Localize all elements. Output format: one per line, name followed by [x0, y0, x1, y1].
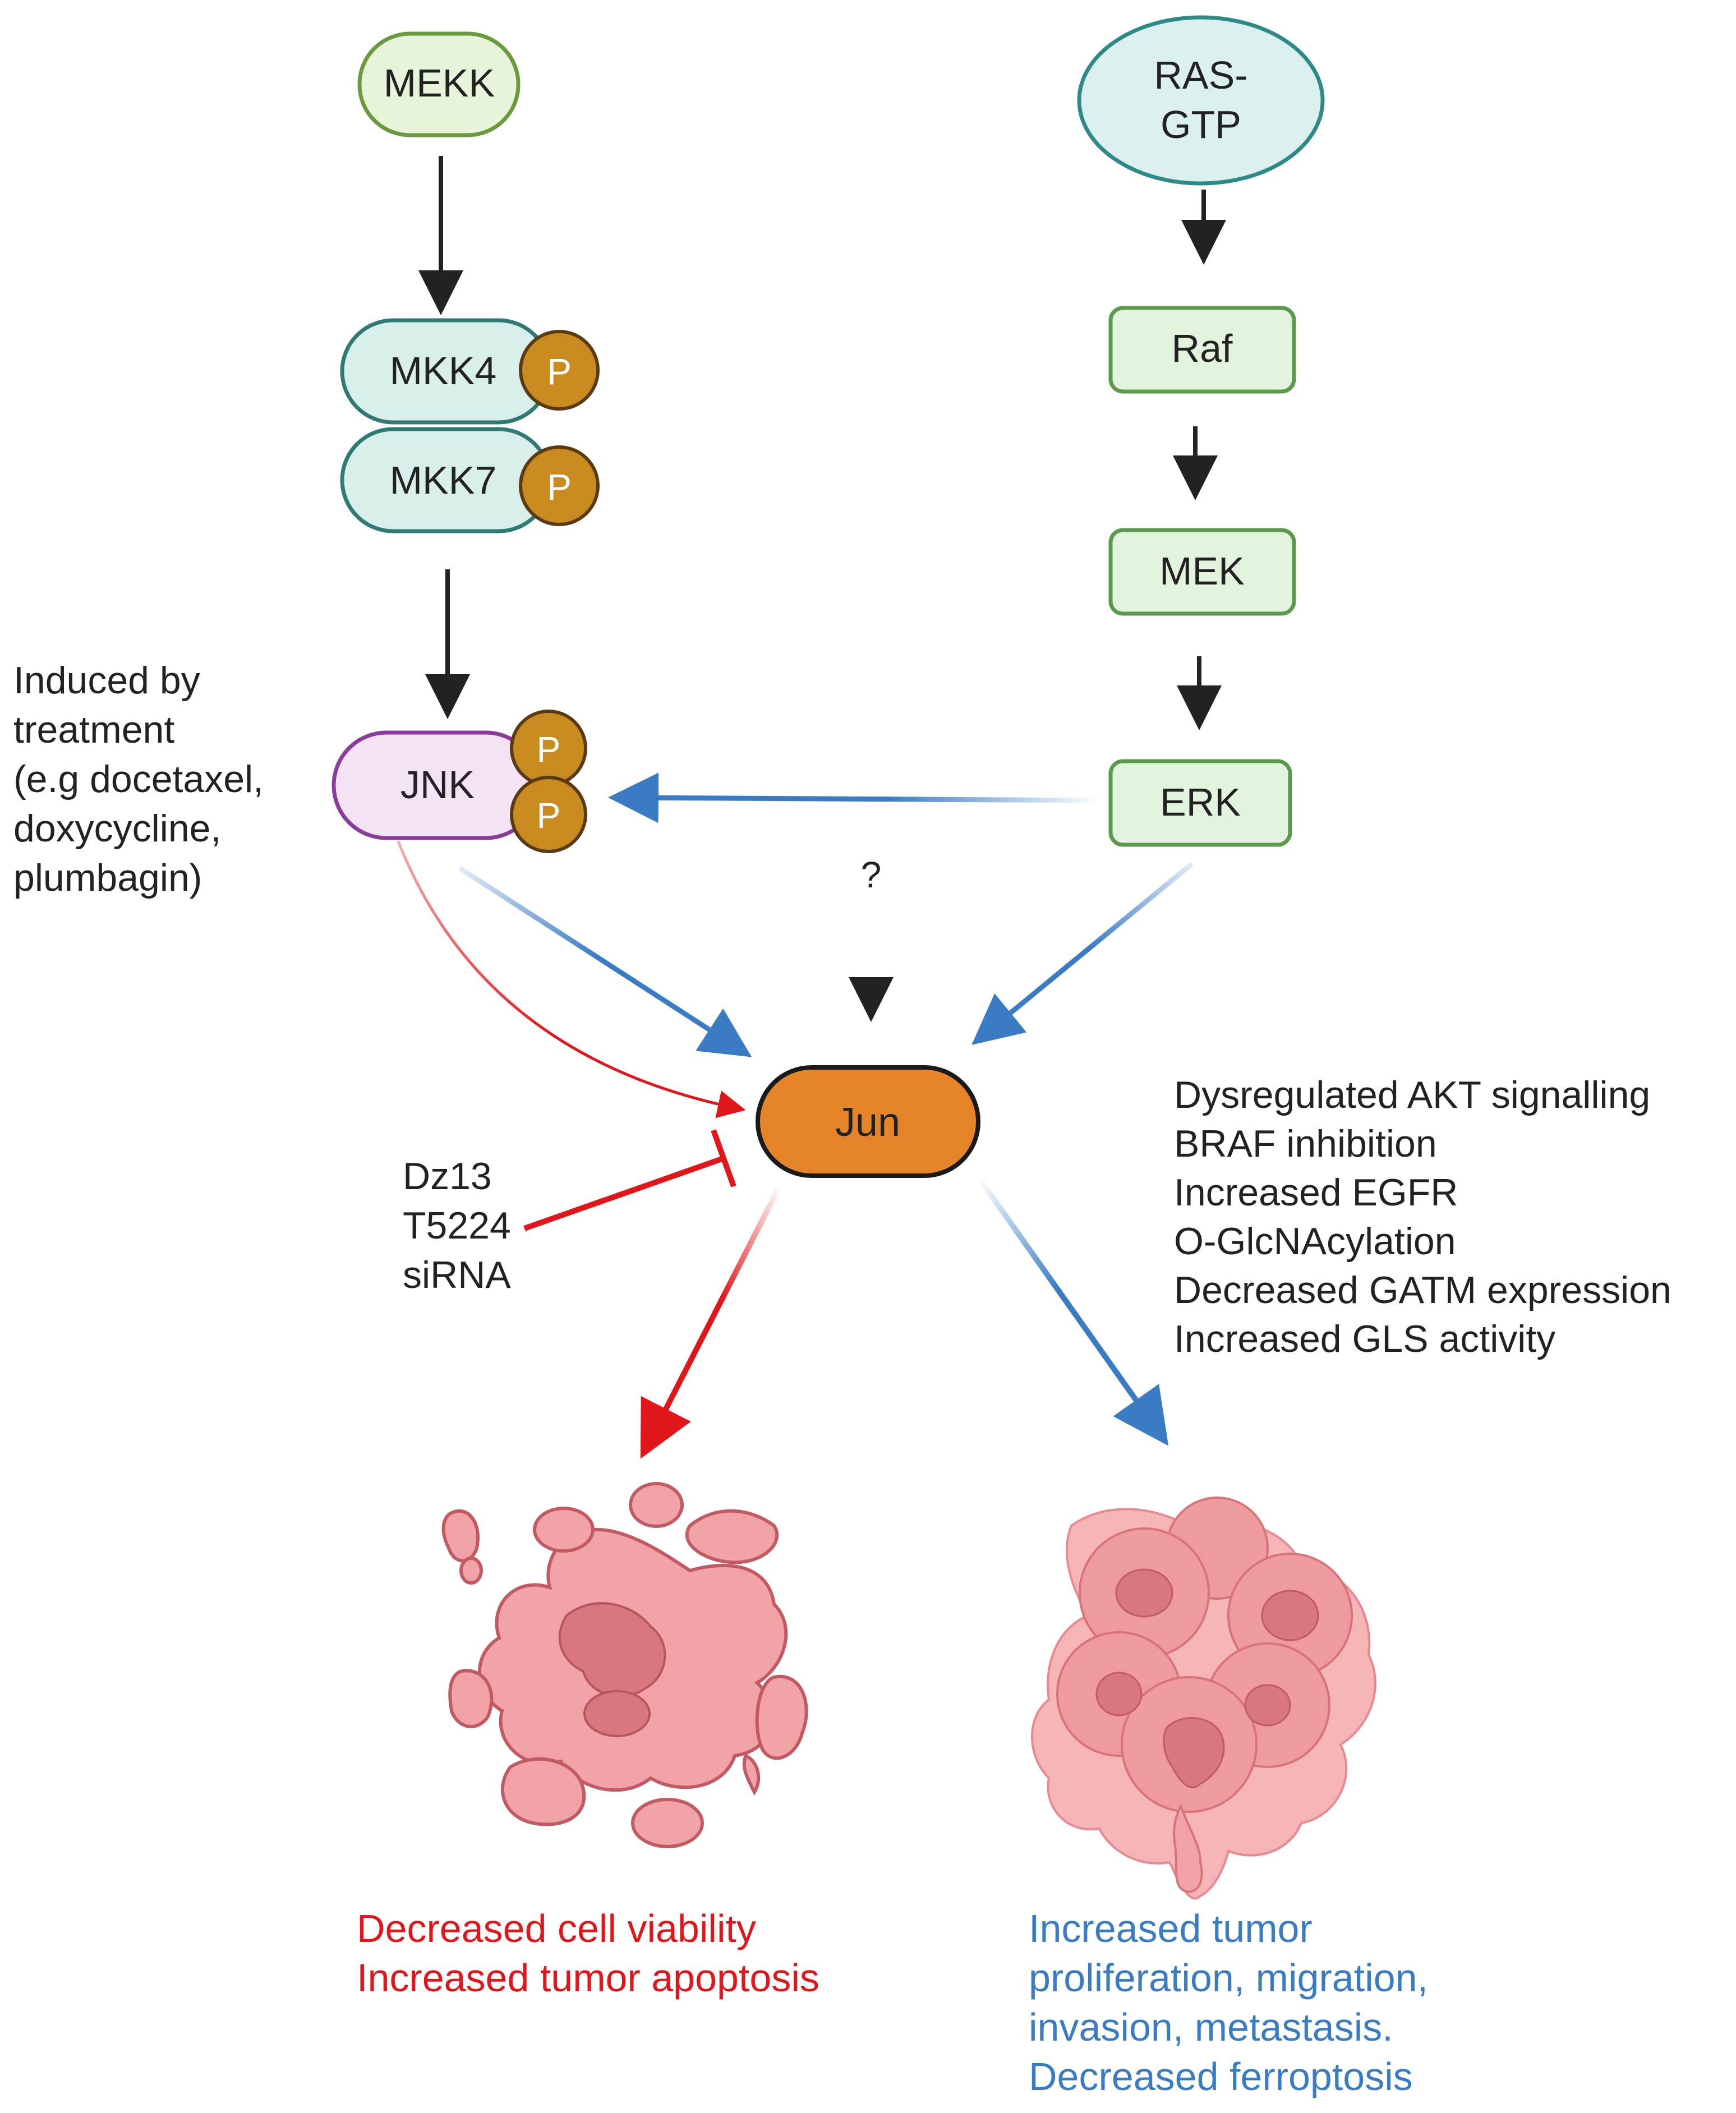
inhibitors-list: Dz13 T5224 siRNA — [403, 1155, 511, 1296]
node-mek-label: MEK — [1159, 549, 1245, 593]
unknown-input-label: ? — [861, 854, 882, 895]
activator-gls: Increased GLS activity — [1174, 1318, 1555, 1360]
arrow-erk-to-jun — [971, 862, 1194, 1045]
arrow-jun-to-proliferation — [976, 1176, 1169, 1446]
outcome-proliferation-line-2: proliferation, migration, — [1029, 1956, 1428, 2000]
induced-line-3: (e.g docetaxel, — [13, 758, 264, 800]
node-jnk: JNK P P — [331, 710, 587, 853]
node-ras-gtp-line2: GTP — [1161, 103, 1241, 146]
arrow-jnk-to-jun-red — [397, 841, 746, 1118]
inhibitor-dz13: Dz13 — [403, 1155, 492, 1198]
outcome-apoptosis-line-1: Decreased cell viability — [357, 1907, 756, 1950]
induced-line-4: doxycycline, — [13, 807, 221, 850]
induced-line-2: treatment — [13, 708, 174, 751]
outcome-apoptosis-line-2: Increased tumor apoptosis — [357, 1956, 819, 2000]
inhibitor-t5224: T5224 — [403, 1204, 511, 1247]
node-raf-label: Raf — [1172, 326, 1233, 370]
node-ras-gtp-line1: RAS- — [1154, 53, 1247, 97]
node-mkk7-label: MKK7 — [390, 458, 497, 502]
node-mek: MEK — [1108, 528, 1296, 616]
induced-line-1: Induced by — [13, 659, 200, 702]
activator-egfr: Increased EGFR — [1174, 1171, 1458, 1214]
apoptotic-cell-illustration — [441, 1482, 808, 1848]
node-mekk-label: MEKK — [384, 61, 495, 105]
phospho-jnk-bottom-label: P — [537, 795, 561, 836]
node-mkk7: MKK7 P — [340, 427, 600, 533]
inhibition-line — [523, 1156, 725, 1231]
inhibition-bar — [711, 1129, 736, 1187]
node-jnk-label: JNK — [400, 763, 475, 807]
activators-list: Dysregulated AKT signalling BRAF inhibit… — [1174, 1074, 1671, 1360]
node-ras-gtp: RAS- GTP — [1077, 15, 1325, 186]
phospho-mkk7-label: P — [547, 466, 572, 508]
node-mkk4-label: MKK4 — [390, 349, 497, 393]
node-mkk4: MKK4 P — [340, 318, 600, 425]
activator-gatm: Decreased GATM expression — [1174, 1269, 1671, 1311]
inhibitor-sirna: siRNA — [403, 1254, 511, 1296]
outcome-proliferation-line-3: invasion, metastasis. — [1029, 2005, 1393, 2049]
node-raf: Raf — [1108, 306, 1296, 394]
induced-line-5: plumbagin) — [13, 857, 202, 899]
node-jun-label: Jun — [835, 1100, 900, 1145]
phospho-mkk7-icon — [519, 445, 600, 526]
activator-oglcnac: O-GlcNAcylation — [1174, 1220, 1456, 1263]
phospho-jnk-top-label: P — [537, 729, 561, 770]
outcome-proliferation-line-4: Decreased ferroptosis — [1029, 2055, 1413, 2098]
activator-akt: Dysregulated AKT signalling — [1174, 1074, 1650, 1116]
phospho-jnk-bottom-icon — [510, 776, 587, 853]
activator-braf: BRAF inhibition — [1174, 1122, 1437, 1165]
node-mekk: MEKK — [357, 31, 521, 137]
outcome-proliferation-line-1: Increased tumor — [1029, 1907, 1313, 1950]
arrow-erk-to-jnk — [608, 772, 1100, 823]
outcome-proliferation: Increased tumor proliferation, migration… — [1029, 1907, 1428, 2098]
node-erk: ERK — [1108, 759, 1292, 847]
phospho-mkk4-icon — [519, 330, 600, 411]
induced-by-treatment-note: Induced by treatment (e.g docetaxel, dox… — [13, 659, 264, 899]
node-erk-label: ERK — [1160, 780, 1241, 824]
phospho-mkk4-label: P — [547, 351, 572, 392]
arrow-jnk-to-jun-blue — [458, 866, 752, 1057]
proliferating-cell-cluster-illustration — [1031, 1497, 1376, 1900]
node-jun: Jun — [756, 1065, 980, 1178]
arrow-jun-to-apoptosis — [640, 1185, 782, 1459]
outcome-apoptosis: Decreased cell viability Increased tumor… — [357, 1907, 819, 2000]
